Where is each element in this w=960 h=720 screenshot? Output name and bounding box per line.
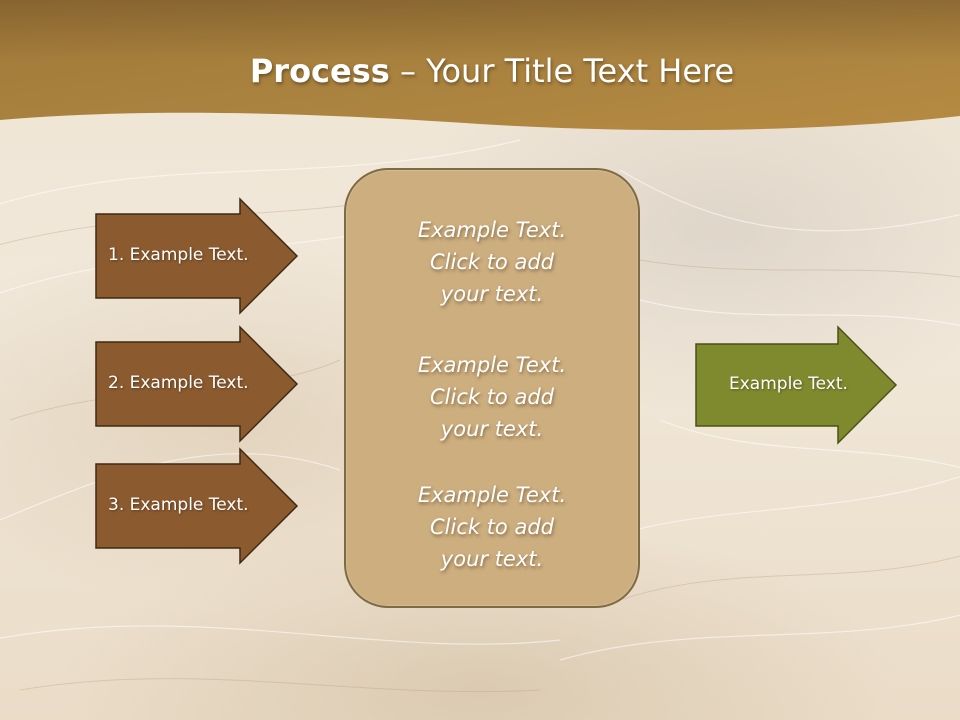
slide-title: Process – Your Title Text Here [0, 52, 960, 90]
center-block-2: Example Text. Click to add your text. [346, 349, 638, 445]
center-text-box: Example Text. Click to add your text. Ex… [344, 168, 640, 608]
step-arrow-1-label: 1. Example Text. [108, 245, 249, 265]
output-arrow-shape [695, 325, 898, 445]
step-arrow-3-shape [95, 447, 299, 565]
output-arrow-label: Example Text. [729, 374, 848, 394]
title-band [0, 0, 960, 140]
step-arrow-3-label: 3. Example Text. [108, 495, 249, 515]
center-block-2-line-1: Example Text. [417, 353, 567, 377]
step-arrow-1-shape [95, 197, 299, 315]
title-bold: Process [249, 52, 390, 90]
step-arrow-2-shape [95, 325, 299, 443]
center-block-1-line-3: your text. [440, 282, 544, 306]
center-block-1-line-1: Example Text. [417, 218, 567, 242]
center-block-3-line-3: your text. [440, 547, 544, 571]
center-block-1-line-2: Click to add [429, 250, 554, 274]
center-block-1: Example Text. Click to add your text. [346, 214, 638, 310]
step-arrow-2-label: 2. Example Text. [108, 373, 249, 393]
step-arrow-2: 2. Example Text. [95, 325, 301, 443]
step-arrow-1: 1. Example Text. [95, 197, 301, 315]
step-arrow-3: 3. Example Text. [95, 447, 301, 565]
center-block-3: Example Text. Click to add your text. [346, 479, 638, 575]
center-block-2-line-3: your text. [440, 417, 544, 441]
title-rest: – Your Title Text Here [389, 52, 735, 90]
center-block-3-line-2: Click to add [429, 515, 554, 539]
center-block-2-line-2: Click to add [429, 385, 554, 409]
output-arrow: Example Text. [695, 325, 901, 446]
center-block-3-line-1: Example Text. [417, 483, 567, 507]
